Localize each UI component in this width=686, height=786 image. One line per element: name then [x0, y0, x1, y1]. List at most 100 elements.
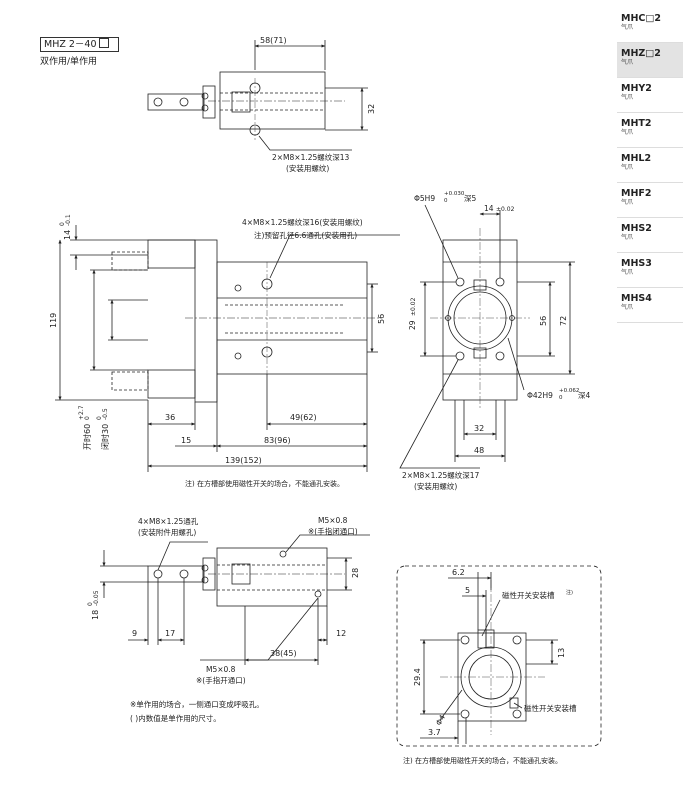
footnote-parentheses: ( )内数值是单作用的尺寸。: [130, 713, 221, 723]
dim-9: 9: [132, 629, 137, 638]
front-callout-line2: 注)预留孔径6.6通孔(安装用孔): [254, 230, 357, 240]
dim-29-end: 29: [408, 320, 417, 330]
model-number: MHZ 2－40: [44, 39, 97, 50]
dim-open-tol-upper: +2.7: [78, 405, 85, 420]
nav-model-label: MHT2: [621, 118, 652, 129]
dim-15: 15: [181, 436, 191, 445]
dim-closed-tol-upper: 0: [96, 416, 103, 420]
phi5-depth: 深5: [464, 194, 476, 203]
nav-sub-label: 气爪: [621, 94, 634, 101]
dim-14-tol-lower: -0.1: [65, 214, 72, 226]
model-placeholder-box: [98, 38, 109, 48]
bottom-callout-line1: 4×M8×1.25通孔: [138, 516, 199, 526]
dim-14: 14: [63, 230, 72, 240]
dim-6-2: 6.2: [452, 568, 465, 577]
dim-closed-tol-lower: -0.5: [102, 408, 109, 420]
nav-model-label: MHS4: [621, 293, 652, 304]
front-view: [55, 225, 400, 472]
nav-sub-label: 气爪: [621, 304, 634, 311]
end-callout-line1: 2×M8×1.25螺纹深17: [402, 470, 480, 480]
nav-model-label: MHZ□2: [621, 48, 661, 59]
phi42-tol-lower: 0: [559, 395, 563, 401]
phi5-label: Φ5H9: [414, 194, 435, 203]
nav-sub-label: 气爪: [621, 234, 634, 241]
dim-58: 58(71): [260, 36, 287, 45]
dim-48: 48: [474, 446, 484, 455]
dim-17: 17: [165, 629, 175, 638]
nav-sub-label: 气爪: [621, 269, 634, 276]
nav-sub-label: 气爪: [621, 59, 634, 66]
dim-12: 12: [336, 629, 346, 638]
nav-model-label: MHY2: [621, 83, 652, 94]
nav-model-label: MHL2: [621, 153, 652, 164]
dim-3-7: 3.7: [428, 728, 441, 737]
dim-5: 5: [465, 586, 470, 595]
nav-sub-label: 气爪: [621, 164, 634, 171]
end-view: [399, 204, 575, 469]
dim-29-end-tol: ±0.02: [410, 297, 417, 316]
top-callout-line1: 2×M8×1.25螺纹深13: [272, 152, 350, 162]
dim-32: 32: [367, 104, 376, 114]
dim-49: 49(62): [290, 413, 317, 422]
nav-model-label: MHS2: [621, 223, 652, 234]
nav-sub-label: 气爪: [621, 24, 634, 31]
phi5-tol-lower: 0: [444, 198, 448, 204]
bottom-view: [100, 534, 370, 665]
nav-model-label: MHS3: [621, 258, 652, 269]
phi42-label: Φ42H9: [527, 391, 553, 400]
dim-13: 13: [557, 648, 566, 658]
dim-56-front: 56: [377, 314, 386, 324]
phi42-tol-upper: +0.062: [559, 388, 579, 394]
dim-28: 28: [351, 568, 360, 578]
nav-model-label: MHC□2: [621, 13, 661, 24]
dim-open-tol-lower: 0: [84, 416, 91, 420]
dim-14-end-tol: ±0.02: [496, 206, 515, 213]
dim-29-4: 29.4: [413, 668, 422, 686]
front-note: 注) 在方槽部使用磁性开关的场合，不能通孔安装。: [185, 479, 344, 488]
dim-56-end: 56: [539, 316, 548, 326]
slot-label-top-note: 注): [566, 589, 573, 596]
port-open-label: ※(手指开通口): [196, 675, 246, 685]
dim-phi4: Φ4: [434, 713, 447, 727]
top-view: [147, 40, 368, 151]
dim-72: 72: [559, 316, 568, 326]
dim-18-tol-lower: -0.05: [93, 590, 100, 606]
port-close-label: ※(手指闭通口): [308, 526, 358, 536]
top-callout-line2: (安装用螺纹): [286, 163, 329, 173]
model-number-box: MHZ 2－40: [40, 37, 119, 52]
slot-label-top: 磁性开关安装槽: [502, 590, 555, 600]
nav-sub-label: 气爪: [621, 129, 634, 136]
dim-14-end: 14: [484, 204, 494, 213]
bottom-callout-line2: (安装附件用螺孔): [138, 527, 196, 537]
nav-model-label: MHF2: [621, 188, 652, 199]
port-close-size: M5×0.8: [318, 516, 348, 525]
nav-sub-label: 气爪: [621, 199, 634, 206]
phi42-depth: 深4: [578, 391, 590, 400]
dim-14-tol-upper: 0: [59, 222, 66, 226]
dim-36: 36: [165, 413, 175, 422]
dim-119: 119: [49, 313, 58, 328]
port-open-size: M5×0.8: [206, 665, 236, 674]
action-type-subtitle: 双作用/单作用: [40, 57, 98, 67]
detail-note: 注) 在方槽部使用磁性开关的场合，不能通孔安装。: [403, 756, 562, 765]
dim-open: 开时60: [82, 424, 92, 450]
dim-18: 18: [91, 610, 100, 620]
phi5-tol-upper: +0.030: [444, 191, 465, 197]
dim-38: 38(45): [270, 649, 297, 658]
dim-18-tol-upper: 0: [87, 602, 94, 606]
end-callout-line2: (安装用螺纹): [414, 481, 457, 491]
slot-label-bottom: 磁性开关安装槽: [524, 703, 577, 713]
dim-closed: 闭时30: [100, 424, 110, 450]
